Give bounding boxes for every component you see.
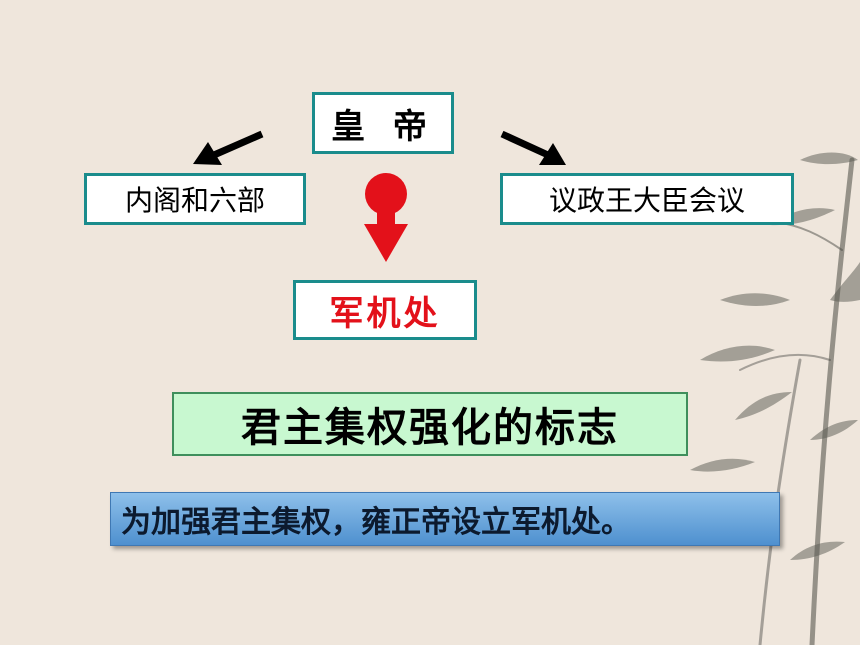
note-banner: 为加强君主集权，雍正帝设立军机处。	[110, 492, 780, 546]
emperor-box: 皇 帝	[312, 92, 454, 154]
symbol-box: 君主集权强化的标志	[172, 392, 688, 456]
arrow-to-grand-council	[364, 173, 408, 262]
cabinet-box: 内阁和六部	[84, 173, 306, 225]
arrow-to-cabinet	[193, 130, 264, 165]
grand-council-box: 军机处	[293, 280, 477, 340]
arrow-to-council	[500, 130, 566, 165]
council-box: 议政王大臣会议	[500, 173, 794, 225]
